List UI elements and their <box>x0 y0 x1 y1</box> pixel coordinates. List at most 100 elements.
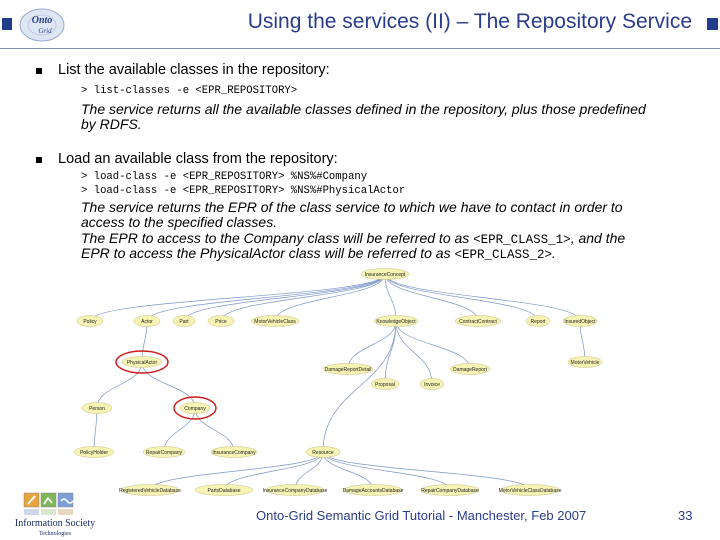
bullet-2-text: Load an available class from the reposit… <box>58 151 338 167</box>
hierarchy-edge <box>93 407 98 453</box>
hierarchy-edge <box>194 407 235 453</box>
desc-text: EPR to access the PhysicalActor class wi… <box>81 245 455 261</box>
class-node-label: Part <box>179 319 189 325</box>
class-node-label: Resource <box>312 450 334 456</box>
bullet-marker <box>36 157 42 163</box>
class-node-label: InsuranceConcept <box>365 272 406 278</box>
hierarchy-edge <box>322 451 531 491</box>
hierarchy-edge <box>395 320 471 370</box>
class-node: MotorVehicleClass <box>250 315 300 327</box>
class-node: Invoice <box>419 378 445 390</box>
class-node: Policy <box>76 315 104 327</box>
class-node: PolicyHolder <box>73 446 115 458</box>
epr-class-2: <EPR_CLASS_2> <box>454 248 553 262</box>
bullet-2-description-line-3: The EPR to access to the Company class w… <box>81 230 626 249</box>
page-number: 33 <box>678 508 693 523</box>
class-node-label: InsuranceCompanyDatabase <box>263 488 328 494</box>
class-node-label: Actor <box>141 319 153 325</box>
hierarchy-edge <box>274 273 386 322</box>
class-node-label: InsuredObject <box>564 319 596 325</box>
class-node-label: RepairCompanyDatabase <box>421 488 479 494</box>
right-square-decoration <box>707 18 718 30</box>
class-node-label: Proposal <box>375 382 395 388</box>
class-node-label: PartsDatabase <box>207 488 240 494</box>
class-node: InsuranceConcept <box>360 268 410 280</box>
hierarchy-edge <box>322 320 397 453</box>
bullet-1-text: List the available classes in the reposi… <box>58 62 330 78</box>
class-node: Company <box>173 396 217 420</box>
class-node: MotorVehicle <box>567 356 603 368</box>
command-load-company: > load-class -e <EPR_REPOSITORY> %NS%#Co… <box>81 171 368 183</box>
class-node-label: KnowledgeObject <box>376 319 416 325</box>
class-node: Report <box>525 315 551 327</box>
epr-class-1: <EPR_CLASS_1> <box>473 233 571 247</box>
class-node: RepairCompany <box>142 446 186 458</box>
bullet-1-description-line-2: by RDFS. <box>81 116 142 132</box>
class-node: KnowledgeObject <box>373 315 419 327</box>
hierarchy-edge <box>89 273 386 322</box>
class-node: InsuredObject <box>562 315 598 327</box>
is-logo-subtext: Technologies <box>39 531 72 537</box>
command-load-physicalactor: > load-class -e <EPR_REPOSITORY> %NS%#Ph… <box>81 185 406 197</box>
class-node-label: DamageAccountsDatabase <box>343 488 404 494</box>
class-node: MotorVehicleClassDatabase <box>499 484 562 496</box>
hierarchy-edge <box>347 320 397 370</box>
class-node-label: MotorVehicleClass <box>254 319 296 325</box>
class-node-label: DamageReport <box>453 367 488 373</box>
class-node: Part <box>172 315 196 327</box>
class-node: DamageReportDetail <box>322 363 374 375</box>
bullet-2-description-line-1: The service returns the EPR of the class… <box>81 199 623 215</box>
bullet-marker <box>36 68 42 74</box>
footer-text: Onto-Grid Semantic Grid Tutorial - Manch… <box>256 508 587 523</box>
class-node-label: Invoice <box>424 382 440 388</box>
class-node-label: RepairCompany <box>146 450 183 456</box>
hierarchy-edge <box>183 273 386 322</box>
left-square-decoration <box>2 18 12 30</box>
bullet-2-description-line-4: EPR to access the PhysicalActor class wi… <box>81 245 556 264</box>
class-node: Person <box>81 402 113 414</box>
desc-text: , and the <box>570 230 626 246</box>
bullet-2-description-line-2: access to the specified classes. <box>81 214 278 230</box>
class-node-label: Company <box>184 406 206 412</box>
logo-text-grid: Grid <box>38 27 52 35</box>
class-node: InsuranceCompany <box>210 446 258 458</box>
class-node-label: MotorVehicleClassDatabase <box>499 488 562 494</box>
hierarchy-edge <box>146 273 386 322</box>
class-node: Actor <box>133 315 161 327</box>
hierarchy-edge <box>96 361 143 409</box>
class-node: PartsDatabase <box>194 484 254 496</box>
hierarchy-edge <box>322 451 451 491</box>
class-node-label: Price <box>215 319 227 325</box>
page-title: Using the services (II) – The Repository… <box>247 10 692 33</box>
class-node-label: PolicyHolder <box>80 450 108 456</box>
class-node: Proposal <box>370 378 400 390</box>
bullet-1-description-line-1: The service returns all the available cl… <box>81 101 646 117</box>
class-node: InsuranceCompanyDatabase <box>263 484 328 496</box>
hierarchy-edge <box>294 451 324 491</box>
is-logo-text: Information Society <box>15 518 95 529</box>
class-node: DamageAccountsDatabase <box>343 484 404 496</box>
hierarchy-edge <box>149 451 324 491</box>
hierarchy-edge <box>384 273 581 322</box>
header-rule <box>0 48 720 49</box>
class-node: Price <box>207 315 235 327</box>
hierarchy-edge <box>220 273 386 322</box>
hierarchy-edge <box>141 320 148 363</box>
ontogrid-logo: Onto Grid <box>19 8 65 42</box>
class-node-label: DamageReportDetail <box>325 367 372 373</box>
highlight-ring <box>173 396 217 420</box>
class-node-label: InsuranceCompany <box>212 450 256 456</box>
hierarchy-edge <box>163 407 196 453</box>
class-node: DamageReport <box>449 363 491 375</box>
command-list-classes: > list-classes -e <EPR_REPOSITORY> <box>81 85 298 97</box>
class-node-label: MotorVehicle <box>571 360 600 366</box>
class-node: Resource <box>305 446 341 458</box>
class-node: PhysicalActor <box>115 350 169 374</box>
highlight-ring <box>115 350 169 374</box>
hierarchy-edge <box>395 320 433 385</box>
class-node-label: RegisteredVehicleDatabase <box>119 488 181 494</box>
class-node-label: Person <box>89 406 105 412</box>
hierarchy-edge <box>141 361 196 409</box>
class-node-label: ContractContract <box>459 319 497 325</box>
